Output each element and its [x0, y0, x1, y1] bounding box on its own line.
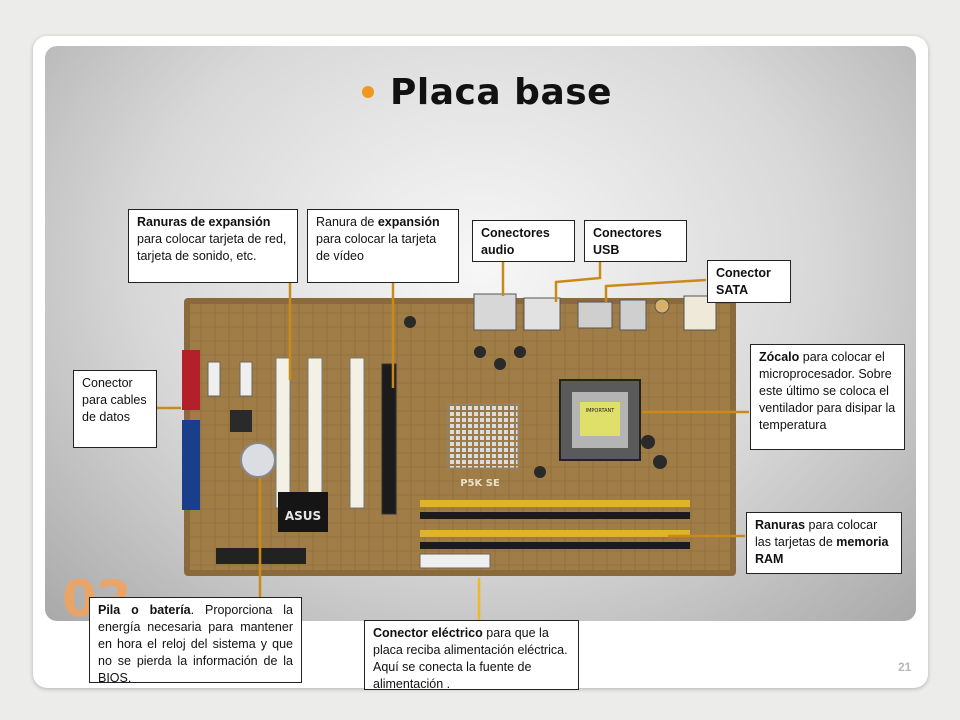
board-brand-text: ASUS [285, 509, 321, 523]
title-row: Placa base [362, 70, 612, 114]
callout-sata: Conector SATA [707, 260, 791, 303]
page-number: 21 [898, 660, 912, 674]
callout-battery: Pila o batería. Proporciona la energía n… [89, 597, 302, 683]
callout-ram: Ranuras para colocar las tarjetas de mem… [746, 512, 902, 574]
title-bullet-icon [362, 86, 374, 98]
callout-expansion-video: Ranura de expansión para colocar la tarj… [307, 209, 459, 283]
callout-audio: Conectores audio [472, 220, 575, 262]
socket-sticker-text: IMPORTANT [586, 408, 616, 414]
callout-expansion-slots: Ranuras de expansión para colocar tarjet… [128, 209, 298, 283]
callout-power: Conector eléctrico para que la placa rec… [364, 620, 579, 690]
callout-socket: Zócalo para colocar el microprocesador. … [750, 344, 905, 450]
callout-usb: Conectores USB [584, 220, 687, 262]
slide-title: Placa base [390, 71, 613, 113]
board-model-text: P5K SE [460, 478, 500, 489]
motherboard-image: ASUS IMPORTANT P5K SE [180, 292, 746, 580]
callout-data-cables: Conector para cables de datos [73, 370, 157, 448]
